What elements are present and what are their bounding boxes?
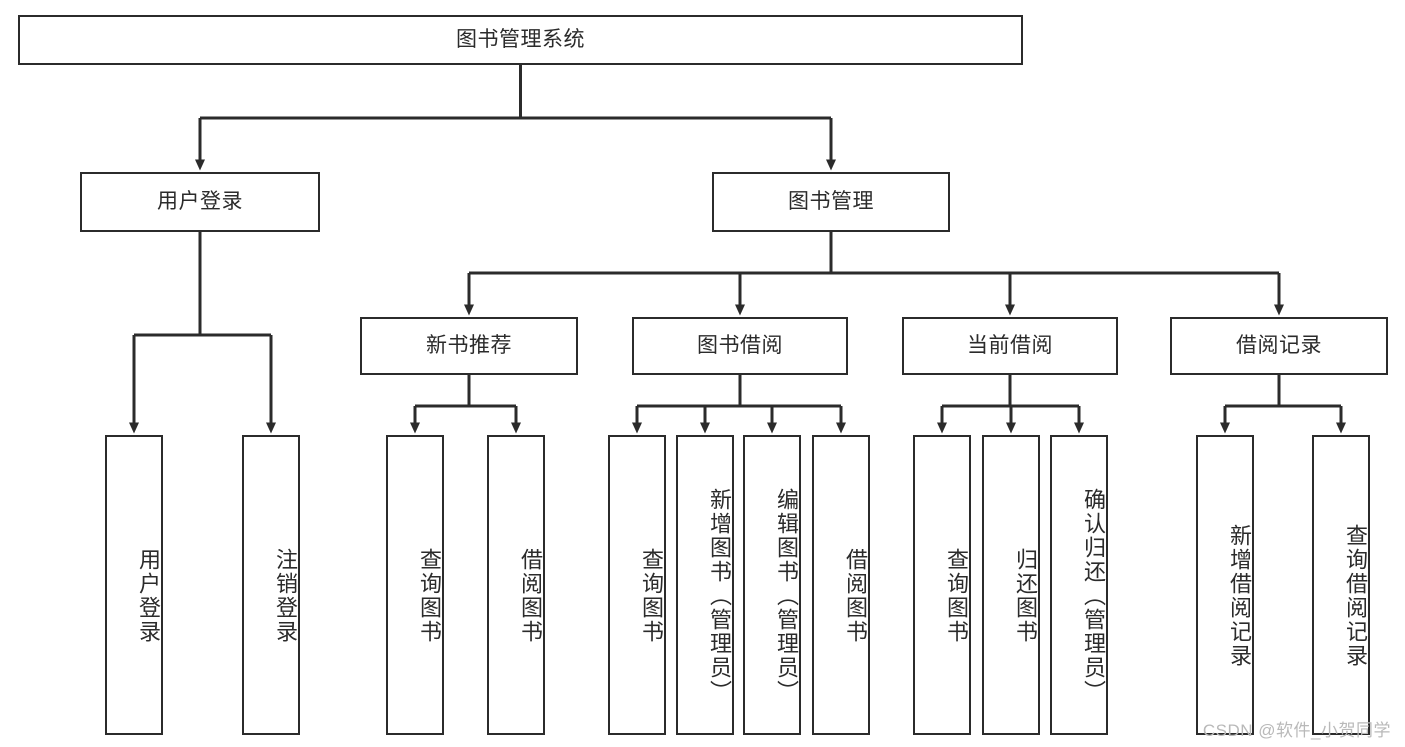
node-borrow-record[interactable]: 借阅记录 [1170, 317, 1388, 375]
node-label: 归还图书 [1013, 548, 1038, 644]
node-book-manage[interactable]: 图书管理 [712, 172, 950, 232]
node-root[interactable]: 图书管理系统 [18, 15, 1023, 65]
node-label: 借阅图书 [843, 548, 868, 644]
node-label: 图书借阅 [697, 334, 783, 358]
watermark-text: CSDN @软件_小贺同学 [1202, 721, 1391, 740]
node-leaf-edit-book-admin[interactable]: 编辑图书（管理员） [743, 435, 801, 735]
node-leaf-query-book-rec[interactable]: 查询图书 [386, 435, 444, 735]
node-label: 当前借阅 [967, 334, 1053, 358]
node-new-book-recommend[interactable]: 新书推荐 [360, 317, 578, 375]
node-label: 查询图书 [639, 548, 664, 644]
node-leaf-borrow-book[interactable]: 借阅图书 [812, 435, 870, 735]
node-leaf-return-book[interactable]: 归还图书 [982, 435, 1040, 735]
node-label: 查询图书 [417, 548, 442, 644]
node-label: 新书推荐 [426, 334, 512, 358]
node-leaf-add-book-admin[interactable]: 新增图书（管理员） [676, 435, 734, 735]
node-leaf-add-borrow-record[interactable]: 新增借阅记录 [1196, 435, 1254, 735]
node-leaf-query-borrow-record[interactable]: 查询借阅记录 [1312, 435, 1370, 735]
node-label: 新增图书（管理员） [707, 488, 732, 704]
node-book-borrow[interactable]: 图书借阅 [632, 317, 848, 375]
node-leaf-user-login[interactable]: 用户登录 [105, 435, 163, 735]
node-label: 查询借阅记录 [1343, 524, 1368, 668]
node-label: 查询图书 [944, 548, 969, 644]
node-leaf-query-book-borrow[interactable]: 查询图书 [608, 435, 666, 735]
node-label: 用户登录 [136, 548, 161, 644]
node-user-login[interactable]: 用户登录 [80, 172, 320, 232]
node-current-borrow[interactable]: 当前借阅 [902, 317, 1118, 375]
node-leaf-borrow-book-rec[interactable]: 借阅图书 [487, 435, 545, 735]
node-leaf-confirm-return-admin[interactable]: 确认归还（管理员） [1050, 435, 1108, 735]
node-label: 借阅记录 [1236, 334, 1322, 358]
node-leaf-query-book-current[interactable]: 查询图书 [913, 435, 971, 735]
node-label: 新增借阅记录 [1227, 524, 1252, 668]
node-leaf-user-logout[interactable]: 注销登录 [242, 435, 300, 735]
node-label: 用户登录 [157, 190, 243, 214]
node-label: 借阅图书 [518, 548, 543, 644]
node-label: 确认归还（管理员） [1081, 488, 1106, 704]
node-label: 编辑图书（管理员） [774, 488, 799, 704]
node-label: 图书管理 [788, 190, 874, 214]
node-label: 图书管理系统 [456, 28, 585, 52]
node-label: 注销登录 [273, 548, 298, 644]
